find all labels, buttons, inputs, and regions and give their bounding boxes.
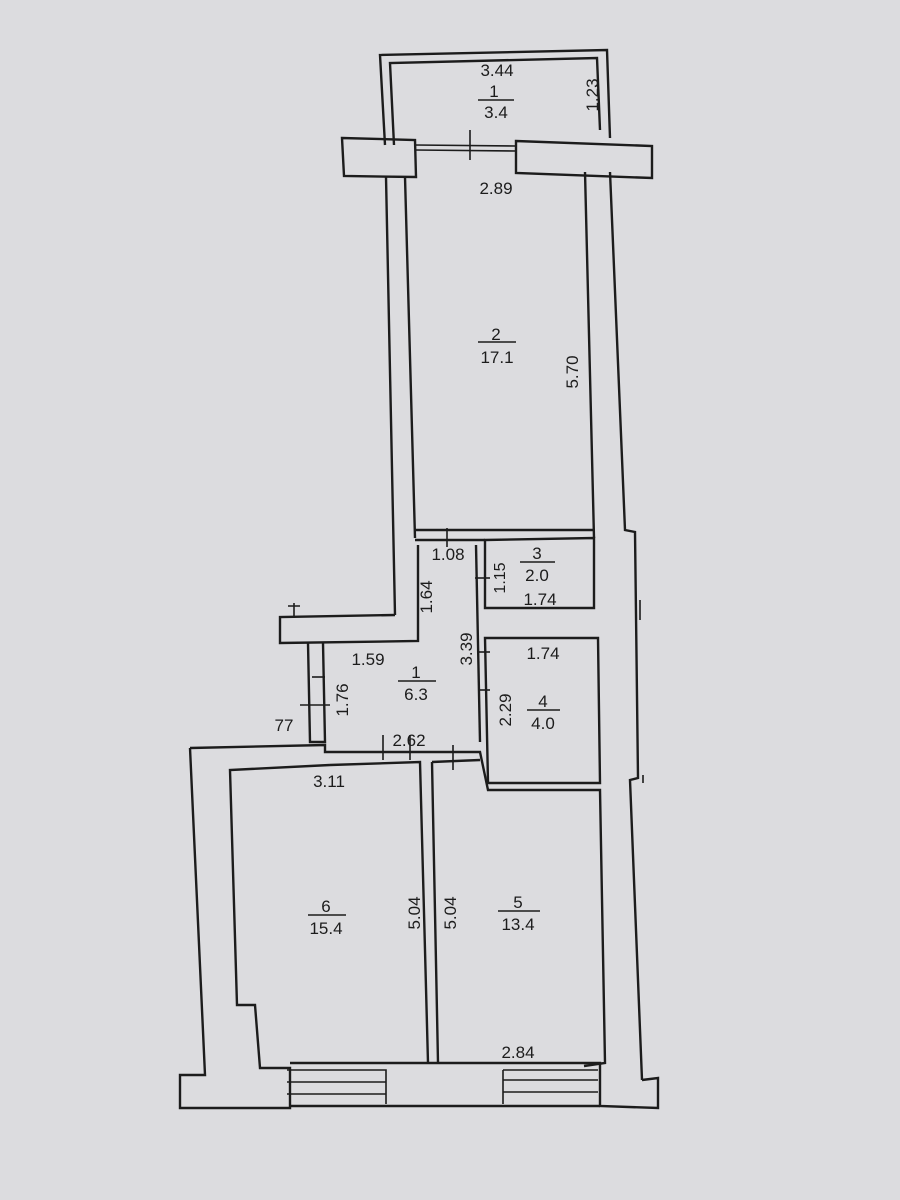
balcony-area-label: 3.4 [484,103,508,122]
room3-number-label: 3 [532,544,541,563]
room4-number-label: 4 [538,692,547,711]
labels: 3.44 1 3.4 1.23 2.89 2 17.1 5.70 1.08 1.… [275,61,602,1062]
balcony [378,48,612,146]
room2-width-label: 2.89 [479,179,512,198]
corridor-long-dim-label: 3.39 [457,632,476,665]
room2-area-label: 17.1 [480,348,513,367]
corridor-side-dim-label: 1.76 [333,683,352,716]
door-marks [288,528,644,783]
corridor-left-dim-label: 1.64 [417,580,436,613]
room3-length-label: 1.15 [492,562,509,593]
room5-width-label: 2.84 [501,1043,534,1062]
balcony-length-label: 3.44 [480,61,513,80]
room6-number-label: 6 [321,897,330,916]
balcony-wall-stubs [340,130,654,180]
room4-area-label: 4.0 [531,714,555,733]
room6-length-label: 5.04 [405,896,424,929]
corridor-bottom-dim-label: 2.62 [392,731,425,750]
room4-length-label: 2.29 [496,693,515,726]
room3-width-label: 1.74 [523,590,556,609]
room5-area-label: 13.4 [501,915,534,934]
corridor-number-label: 1 [411,663,420,682]
walls [178,171,660,1110]
room2-length-label: 5.70 [563,355,582,388]
corridor-top-dim-label: 1.08 [431,545,464,564]
room5-length-label: 5.04 [441,896,460,929]
corridor-upper-dim-label: 1.59 [351,650,384,669]
balcony-number-label: 1 [489,82,498,101]
room2-number-label: 2 [491,325,500,344]
room5-number-label: 5 [513,893,522,912]
room3-area-label: 2.0 [525,566,549,585]
windows [287,1069,598,1104]
room4-width-label: 1.74 [526,644,559,663]
corridor-entry-dim-label: 77 [275,716,294,735]
room6-width-label: 3.11 [313,772,345,791]
corridor-area-label: 6.3 [404,685,428,704]
balcony-width-label: 1.23 [583,78,602,111]
room6-area-label: 15.4 [309,919,342,938]
